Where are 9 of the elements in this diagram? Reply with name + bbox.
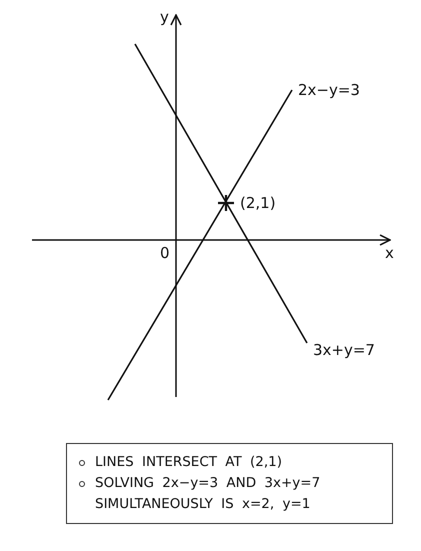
point-label: (2,1) [240, 196, 276, 211]
note-box [66, 443, 393, 524]
note-text: LINES INTERSECT AT (2,1) [95, 454, 282, 470]
equation-label: 3x+y=7 [313, 343, 375, 358]
axis-label: x [385, 246, 394, 261]
axis-label: y [160, 10, 169, 25]
note-text: SOLVING 2x−y=3 AND 3x+y=7 SIMULTANEOUSLY IS x=2, y=1 [95, 475, 320, 512]
origin-label: 0 [160, 246, 170, 261]
equation-label: 2x−y=3 [298, 83, 360, 98]
